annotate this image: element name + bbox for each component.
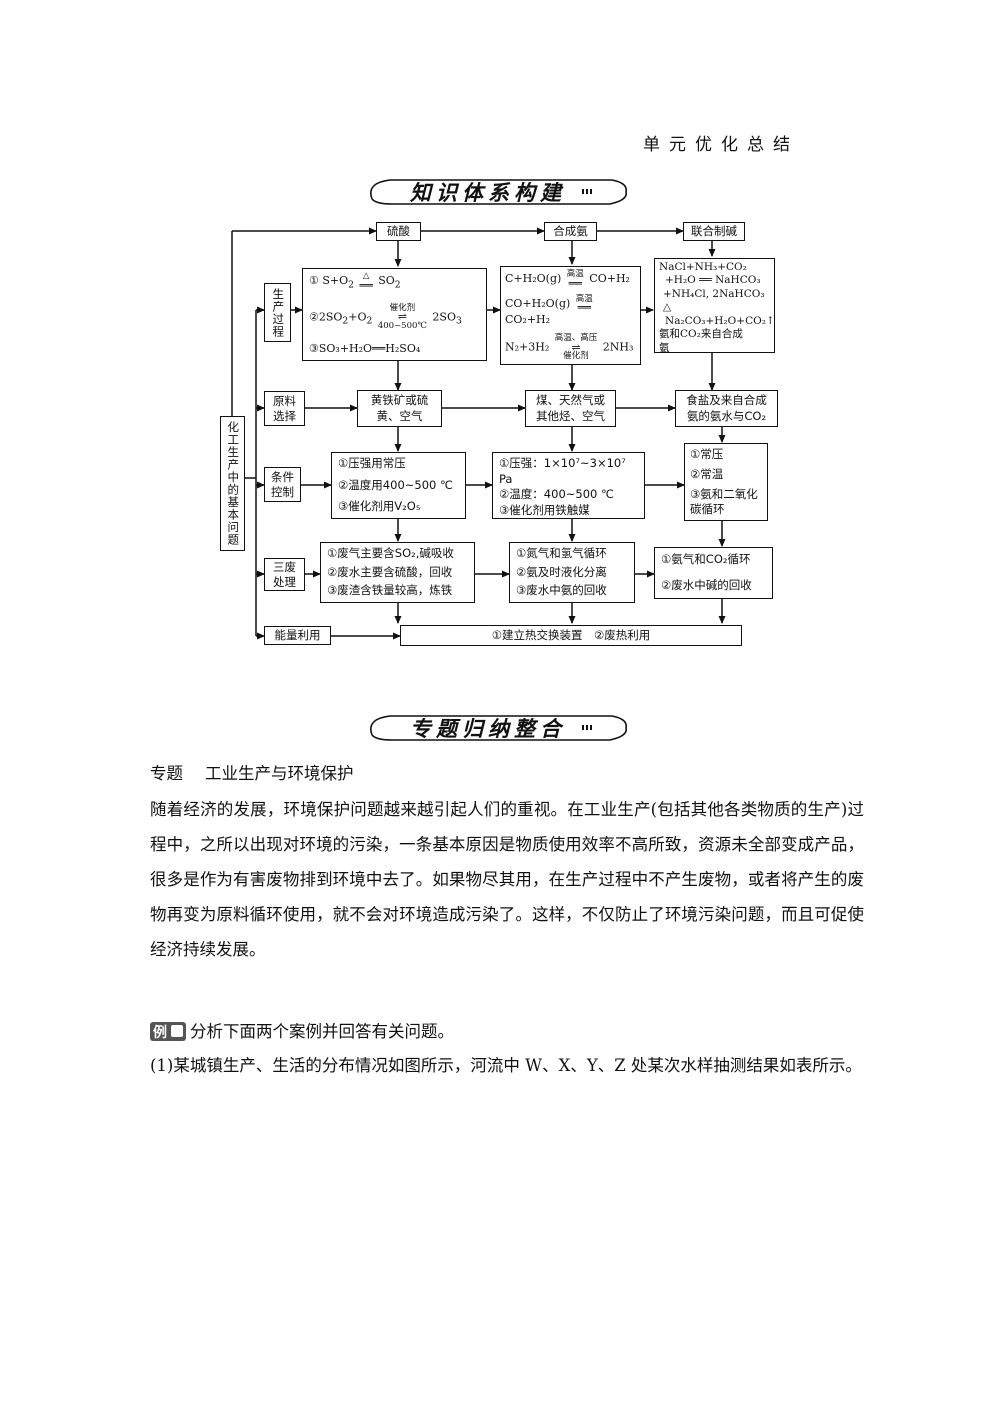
example-tag: 例 xyxy=(150,1022,186,1041)
soda-waste-box: ①氨气和CO₂循环 ②废水中碱的回收 xyxy=(654,547,773,599)
soda-raw-box: 食盐及来自合成氨的氨水与CO₂ xyxy=(675,390,778,427)
diagram-connectors xyxy=(231,227,726,640)
row-label-raw-box: 原料选择 xyxy=(264,391,305,426)
soda-cond1: ①常压 xyxy=(690,447,724,461)
ammonia-raw-box: 煤、天然气或其他烃、空气 xyxy=(525,390,616,427)
ammonia-eq3: N₂+3H₂ 高温、高压⇌催化剂 2NH₃ xyxy=(505,333,634,362)
soda-line5: 氨和CO₂来自合成 xyxy=(659,328,743,341)
topic-heading: 专题 工业生产与环境保护 xyxy=(150,760,376,784)
banner-frames xyxy=(370,179,628,741)
row-label-condition-box: 条件控制 xyxy=(264,467,301,502)
sulfuric-eq1: ① S+O2 △══ SO2 xyxy=(309,271,401,292)
sulfuric-waste1: ①废气主要含SO₂,碱吸收 xyxy=(327,546,454,560)
soda-line1: NaCl+NH₃+CO₂ xyxy=(659,261,747,273)
column-header-ammonia: 合成氨 xyxy=(544,222,597,241)
diagram-left-label-box: 化工生产中的基本问题 xyxy=(220,416,245,551)
soda-line4: Na₂CO₃+H₂O+CO₂↑ xyxy=(665,314,775,327)
example-tag-label: 例 xyxy=(153,1025,167,1041)
row-label-production: 生产过程 xyxy=(271,287,286,338)
ammonia-cond3: ③催化剂用铁触媒 xyxy=(499,502,590,517)
soda-production-box: NaCl+NH₃+CO₂ +H₂O ══ NaHCO₃ +NH₄Cl, 2NaH… xyxy=(654,258,775,354)
soda-waste2: ②废水中碱的回收 xyxy=(661,578,752,593)
topic-label: 专题 xyxy=(150,764,183,783)
example-intro: 分析下面两个案例并回答有关问题。 xyxy=(190,1022,454,1041)
ammonia-cond2: ②温度：400~500 ℃ xyxy=(499,487,614,502)
banner-summary-title: 专题归纳整合 xyxy=(410,717,566,741)
column-header-sulfuric: 硫酸 xyxy=(376,222,421,241)
ammonia-eq2: CO+H₂O(g) 高温══ CO₂+H₂ xyxy=(505,293,593,327)
sulfuric-eq3: ③SO₃+H₂O══H₂SO₄ xyxy=(309,342,421,356)
row-label-energy-box: 能量利用 xyxy=(264,626,331,645)
ammonia-waste1: ①氮气和氢气循环 xyxy=(516,546,607,560)
row-label-raw: 原料选择 xyxy=(273,393,296,423)
soda-cond3: ③氨和二氧化碳循环 xyxy=(690,487,758,517)
question-1: (1)某城镇生产、生活的分布情况如图所示，河流中 W、X、Y、Z 处某次水样抽测… xyxy=(150,1056,862,1075)
row-label-waste: 三废处理 xyxy=(273,559,296,589)
topic-title: 工业生产与环境保护 xyxy=(205,764,354,783)
soda-condition-box: ①常压 ②常温 ③氨和二氧化碳循环 xyxy=(684,443,768,521)
soda-line2: +H₂O ══ NaHCO₃ xyxy=(665,274,761,287)
sulfuric-raw-box: 黄铁矿或硫黄、空气 xyxy=(357,390,442,427)
intro-paragraph: 随着经济的发展，环境保护问题越来越引起人们的重视。在工业生产(包括其他各类物质的… xyxy=(150,800,864,959)
row-label-energy: 能量利用 xyxy=(274,627,321,642)
soda-waste1: ①氨气和CO₂循环 xyxy=(661,552,751,566)
soda-line3: +NH₄Cl, 2NaHCO₃ △ xyxy=(663,287,765,314)
ammonia-waste3: ③废水中氨的回收 xyxy=(516,583,607,598)
ammonia-waste-box: ①氮气和氢气循环 ②氨及时液化分离 ③废水中氨的回收 xyxy=(509,542,635,603)
ammonia-eq1: C+H₂O(g) 高温══ CO+H₂ xyxy=(505,269,630,290)
sulfuric-eq2: ②2SO2+O2 催化剂⇌400~500℃ 2SO3 xyxy=(309,302,462,331)
example-tag-box-icon xyxy=(171,1025,183,1037)
banner-knowledge-title: 知识体系构建 xyxy=(410,181,566,205)
soda-line6: 氨 xyxy=(659,341,670,354)
ammonia-production-box: C+H₂O(g) 高温══ CO+H₂ CO+H₂O(g) 高温══ CO₂+H… xyxy=(500,266,641,365)
ammonia-waste2: ②氨及时液化分离 xyxy=(516,564,607,579)
row-label-condition: 条件控制 xyxy=(271,469,294,499)
row-label-waste-box: 三废处理 xyxy=(264,558,305,591)
diagram-left-label: 化工生产中的基本问题 xyxy=(226,421,241,546)
sulfuric-condition-box: ①压强用常压 ②温度用400~500 ℃ ③催化剂用V₂O₅ xyxy=(331,452,466,519)
ammonia-condition-box: ①压强：1×10⁷~3×10⁷ Pa ②温度：400~500 ℃ ③催化剂用铁触… xyxy=(492,452,645,519)
soda-cond2: ②常温 xyxy=(690,467,724,482)
sulfuric-waste-box: ①废气主要含SO₂,碱吸收 ②废水主要含硫酸，回收 ③废渣含铁量较高，炼铁 xyxy=(320,542,475,603)
row-label-production-box: 生产过程 xyxy=(264,283,291,342)
sulfuric-cond1: ①压强用常压 xyxy=(338,456,406,470)
energy-box: ①建立热交换装置 ②废热利用 xyxy=(400,625,742,646)
sulfuric-waste2: ②废水主要含硫酸，回收 xyxy=(327,564,453,579)
ammonia-cond1: ①压强：1×10⁷~3×10⁷ Pa xyxy=(499,456,626,486)
sulfuric-waste3: ③废渣含铁量较高，炼铁 xyxy=(327,583,453,598)
sulfuric-cond3: ③催化剂用V₂O₅ xyxy=(338,499,421,514)
sulfuric-production-box: ① S+O2 △══ SO2 ②2SO2+O2 催化剂⇌400~500℃ 2SO… xyxy=(302,268,487,361)
page-header-title: 单元优化总结 xyxy=(643,135,799,155)
sulfuric-cond2: ②温度用400~500 ℃ xyxy=(338,477,453,492)
column-header-soda: 联合制碱 xyxy=(683,222,745,241)
